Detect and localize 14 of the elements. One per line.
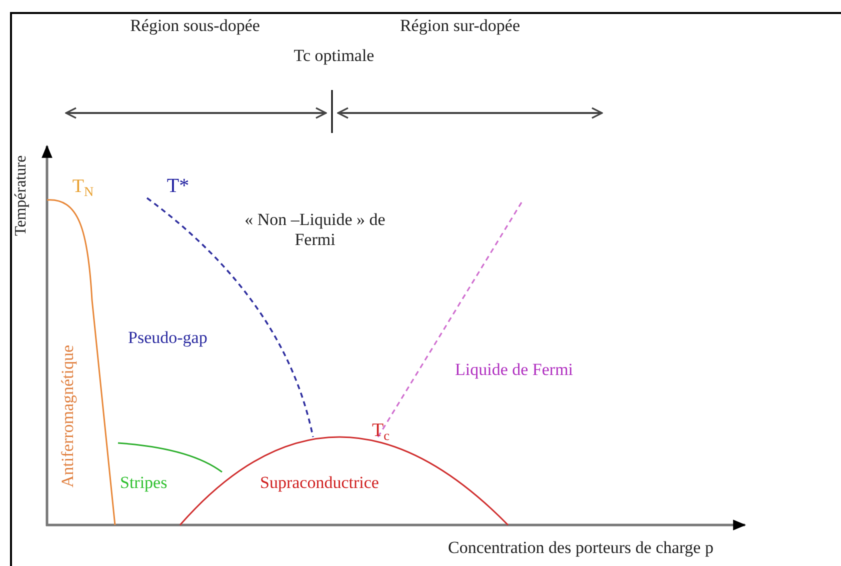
region-label: Région sur-dopée [398,16,522,36]
region-label: Supraconductrice [260,473,380,494]
region-label: Stripes [120,473,168,494]
region-label: Région sous-dopée [129,16,261,36]
region-label: T$_{c}$ [372,420,391,444]
axis-label: Antiferromagnétique [58,344,78,490]
region-label: « Non –Liquide » de Fermi [244,210,386,251]
region-label: T* [166,174,190,198]
region-label: Pseudo-gap [128,328,208,348]
region-label: Liquide de Fermi [455,360,574,380]
region-label: Concentration des porteurs de charge p [448,538,714,558]
region-label: T$_{N}$ [71,176,95,200]
region-label: Tc optimale [292,46,376,66]
axis-label: Température [11,154,30,238]
